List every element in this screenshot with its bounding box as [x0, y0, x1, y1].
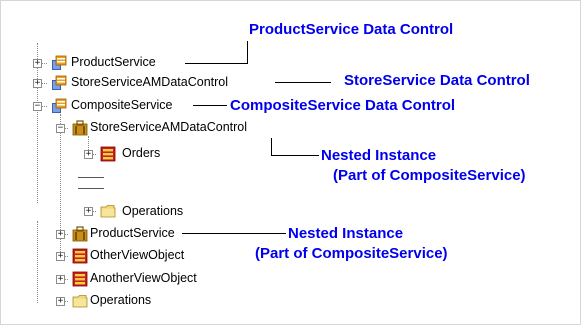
callout-store-service: StoreService Data Control	[344, 72, 530, 89]
tree-item-product-service[interactable]: ProductService	[71, 55, 156, 69]
callout-line-store-service	[275, 82, 331, 83]
tree-guide-nested	[88, 136, 89, 156]
tree-guide	[37, 83, 47, 84]
tree-item-nested-store-service[interactable]: StoreServiceAMDataControl	[90, 120, 248, 134]
tree-item-store-service-dc[interactable]: StoreServiceAMDataControl	[71, 75, 229, 89]
view-object-icon	[100, 146, 116, 162]
callout-product-service: ProductService Data Control	[249, 21, 454, 38]
omitted-rows-separator	[78, 188, 104, 189]
app-module-icon	[72, 120, 88, 136]
expand-toggle[interactable]: +	[84, 149, 93, 159]
callout-line-product-service	[247, 41, 248, 64]
expand-toggle[interactable]: +	[33, 78, 42, 88]
callout-line-nested-1	[271, 138, 272, 156]
tree-item-other-view-object[interactable]: OtherViewObject	[90, 248, 185, 262]
tree-guide-root	[37, 43, 38, 203]
tree-item-operations[interactable]: Operations	[90, 293, 152, 307]
tree-item-another-view-object[interactable]: AnotherViewObject	[90, 271, 197, 285]
data-control-icon	[52, 75, 67, 90]
tree-item-nested-product-service[interactable]: ProductService	[90, 226, 175, 240]
tree-item-composite-service[interactable]: CompositeService	[71, 98, 173, 112]
callout-line-nested-1	[271, 155, 319, 156]
tree-item-orders[interactable]: Orders	[122, 146, 161, 160]
tree-guide	[37, 63, 47, 64]
view-object-icon	[72, 271, 88, 287]
tree-guide	[37, 106, 47, 107]
callout-nested-2-line1: Nested Instance	[288, 225, 404, 242]
data-control-icon	[52, 55, 67, 70]
expand-toggle[interactable]: +	[56, 274, 65, 284]
data-control-icon	[52, 98, 67, 113]
callout-nested-1-line2: (Part of CompositeService)	[333, 167, 526, 184]
expand-toggle[interactable]: +	[56, 251, 65, 261]
app-module-icon	[72, 226, 88, 242]
collapse-toggle[interactable]: −	[56, 123, 65, 133]
tree-guide-composite	[60, 114, 61, 254]
callout-line-product-service	[185, 63, 247, 64]
tree-item-operations-nested[interactable]: Operations	[122, 204, 184, 218]
callout-line-composite-service	[193, 105, 227, 106]
callout-line-nested-2	[182, 233, 286, 234]
omitted-rows-separator	[78, 177, 104, 178]
expand-toggle[interactable]: +	[84, 206, 93, 216]
callout-composite-service: CompositeService Data Control	[230, 97, 456, 114]
collapse-toggle[interactable]: −	[33, 101, 42, 111]
callout-nested-1-line1: Nested Instance	[321, 147, 437, 164]
expand-toggle[interactable]: +	[56, 229, 65, 239]
expand-toggle[interactable]: +	[56, 296, 65, 306]
tree-guide-root-lower	[37, 221, 38, 303]
callout-nested-2-line2: (Part of CompositeService)	[255, 245, 448, 262]
folder-icon	[72, 295, 88, 308]
view-object-icon	[72, 248, 88, 264]
expand-toggle[interactable]: +	[33, 58, 42, 68]
folder-icon	[100, 205, 116, 218]
